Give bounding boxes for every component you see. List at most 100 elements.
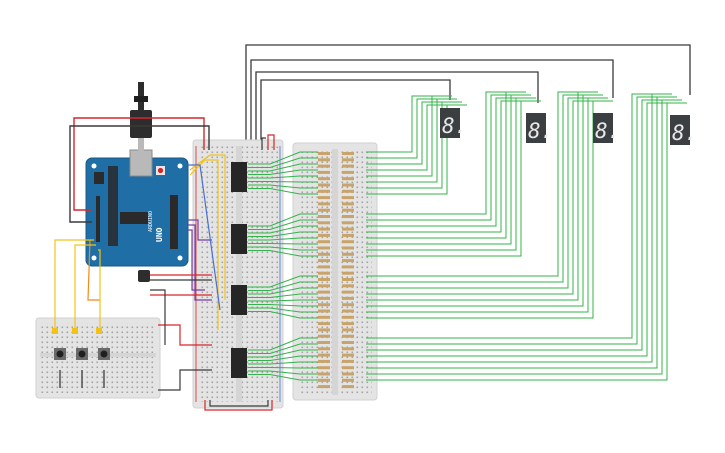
ic-to-resistor-wire xyxy=(248,275,318,288)
arduino-model-label: UNO xyxy=(155,227,164,242)
ic-to-resistor-wire xyxy=(248,361,318,365)
ic-to-resistor-wire xyxy=(248,367,318,369)
ic-to-resistor-wire xyxy=(248,163,318,172)
resistor-to-display-wire xyxy=(366,104,467,195)
resistor xyxy=(342,378,354,382)
ic-to-resistor-wire xyxy=(248,243,318,245)
seven-segment-display-4: 8. xyxy=(670,115,697,145)
resistor xyxy=(318,366,330,370)
resistor xyxy=(318,303,330,307)
ic-to-resistor-wire xyxy=(248,304,318,307)
ic-to-resistor-wire xyxy=(248,213,318,227)
resistor xyxy=(342,152,354,155)
resistor xyxy=(318,284,330,288)
resistor-to-display-wire xyxy=(366,101,462,189)
resistor xyxy=(318,334,330,338)
resistor xyxy=(342,177,354,181)
ic-to-resistor-wire xyxy=(248,307,318,313)
resistor-to-display-wire xyxy=(366,91,506,215)
sensor-component xyxy=(138,270,150,282)
resistor xyxy=(342,271,354,275)
push-button-3 xyxy=(96,328,110,388)
power-wires xyxy=(69,117,210,223)
resistor xyxy=(342,290,354,294)
resistor xyxy=(318,177,330,181)
ic-to-resistor-wire xyxy=(248,181,318,183)
resistor xyxy=(318,372,330,376)
resistor-to-display-wire xyxy=(366,97,608,313)
ic-to-resistor-wire xyxy=(248,370,318,375)
resistor xyxy=(318,152,330,155)
resistor-array xyxy=(318,152,354,389)
resistor xyxy=(318,246,330,250)
resistor xyxy=(318,189,330,193)
display-2-digit: 8. xyxy=(528,119,553,143)
resistor xyxy=(342,315,354,319)
resistor xyxy=(318,385,330,389)
ic-to-resistor-wire xyxy=(248,231,318,237)
resistor xyxy=(318,240,330,244)
resistor-to-display-wire xyxy=(366,96,657,345)
ic-to-resistor-wire xyxy=(248,169,318,175)
resistor xyxy=(342,322,354,326)
resistor xyxy=(342,183,354,187)
resistor xyxy=(342,215,354,218)
resistor xyxy=(342,189,354,193)
resistor xyxy=(318,233,330,237)
resistor xyxy=(342,227,354,231)
resistor xyxy=(342,309,354,313)
resistor xyxy=(318,259,330,263)
signal-wires xyxy=(54,134,275,411)
ic-to-resistor-wire xyxy=(248,225,318,234)
push-buttons xyxy=(52,328,110,388)
resistor xyxy=(318,221,330,225)
ic-to-resistor-wire xyxy=(248,355,318,361)
arduino-brand-label: ARDUINO xyxy=(148,211,154,232)
resistor-to-display-wire xyxy=(366,94,511,221)
resistor xyxy=(318,227,330,231)
ic-to-resistor-wire xyxy=(248,219,318,230)
resistor xyxy=(342,170,354,174)
resistor xyxy=(342,278,354,281)
ic-to-resistor-wire xyxy=(248,157,318,168)
ic-to-resistor-wire xyxy=(248,246,318,251)
resistor xyxy=(342,259,354,263)
resistor xyxy=(342,164,354,168)
resistor xyxy=(318,290,330,294)
resistor xyxy=(342,347,354,351)
resistor xyxy=(318,208,330,212)
ic-to-resistor-wire xyxy=(248,343,318,354)
resistor-to-display-wire xyxy=(366,91,598,301)
resistor-to-display-wire xyxy=(366,98,457,183)
ic-to-resistor-wire xyxy=(248,250,318,257)
resistor-to-display-wire xyxy=(366,94,603,307)
resistor-to-display-wire xyxy=(366,99,682,375)
driver-ic-3 xyxy=(231,285,247,315)
resistor xyxy=(342,158,354,162)
seven-segment-display-1: 8. xyxy=(440,108,467,138)
ic-to-resistor-wire xyxy=(248,374,318,381)
resistor xyxy=(342,240,354,244)
resistor xyxy=(342,202,354,206)
arduino-uno: ARDUINO UNO xyxy=(85,149,189,267)
ic-to-resistor-wire xyxy=(248,293,318,298)
resistor xyxy=(342,372,354,376)
resistor xyxy=(342,303,354,307)
seven-segment-display-2: 8. xyxy=(526,113,553,143)
resistor xyxy=(318,170,330,174)
resistor xyxy=(318,271,330,275)
resistor xyxy=(318,359,330,363)
seven-segment-display-3: 8. xyxy=(593,113,620,143)
driver-ic-2 xyxy=(231,224,247,254)
resistor-to-display-wire xyxy=(366,98,437,159)
display-1-digit: 8. xyxy=(442,114,467,138)
resistor xyxy=(318,353,330,357)
ic-to-resistor-wire xyxy=(248,299,318,302)
ic-to-resistor-wire xyxy=(248,188,318,195)
resistor xyxy=(318,309,330,313)
power-jack xyxy=(130,82,152,152)
resistor xyxy=(318,158,330,162)
ic-to-resistor-wire xyxy=(248,337,318,351)
